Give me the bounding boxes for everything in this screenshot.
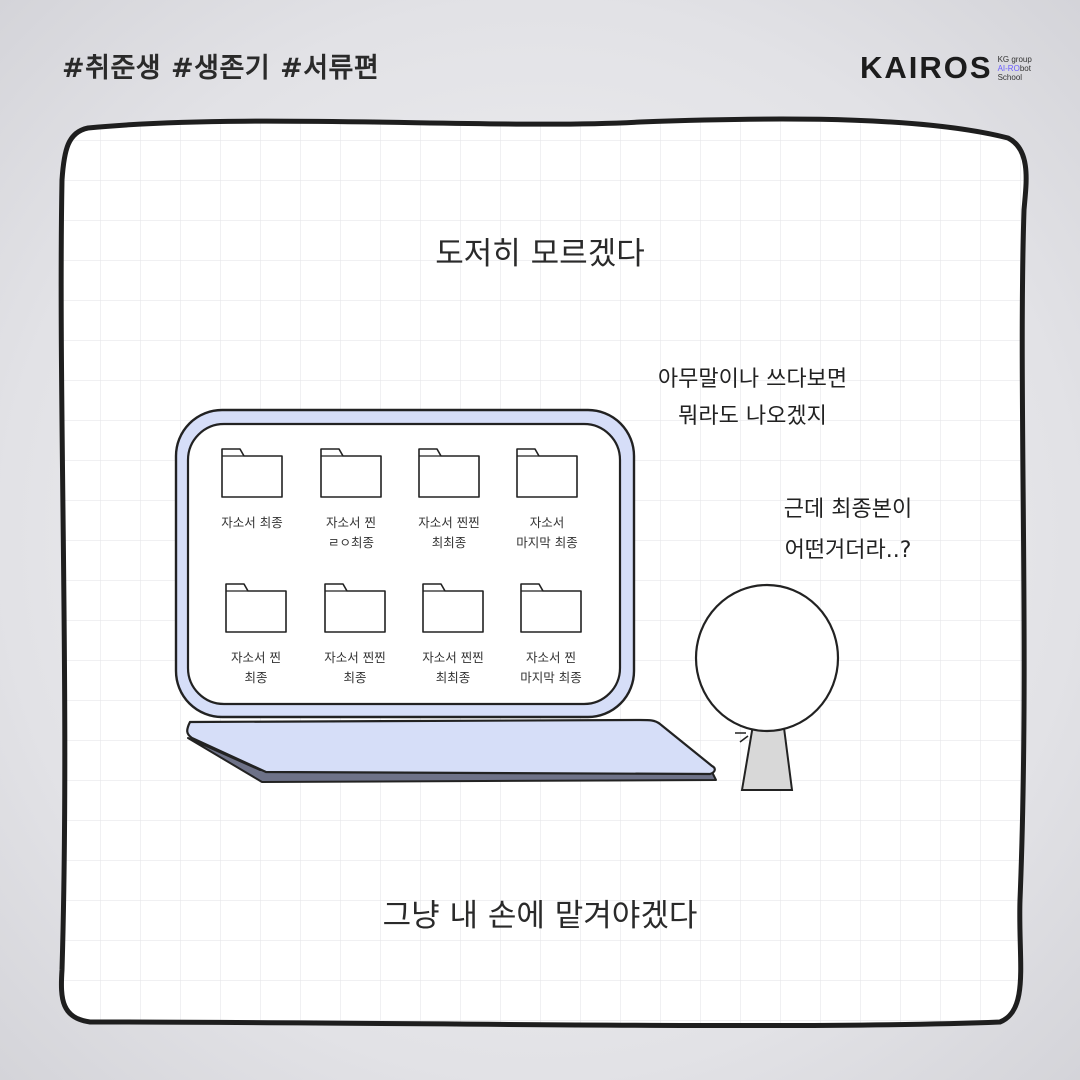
folder-icon <box>404 447 494 499</box>
laptop-keyboard <box>186 718 717 783</box>
folder-label: 자소서 마지막 최종 <box>516 515 578 550</box>
folder-icon <box>211 582 301 634</box>
folder-label: 자소서 찐 ㄹㅇ최종 <box>326 515 376 550</box>
thought-line-2: 뭐라도 나오겠지 <box>678 404 827 429</box>
folder-label: 자소서 찐 최종 <box>231 650 281 685</box>
folder-label: 자소서 찐찐 최최종 <box>422 650 484 685</box>
panel-background <box>58 116 1029 1029</box>
folder-icon <box>310 582 400 634</box>
folder-icon <box>306 447 396 499</box>
kairos-logo: KAIROS KG group AI-RObot School <box>860 50 1032 86</box>
folder-item[interactable]: 자소서 찐 ㄹㅇ최종 <box>306 447 396 553</box>
thought-line-4: 어떤거더라..? <box>784 538 912 563</box>
character-figure <box>694 583 840 791</box>
caption-bottom: 그냥 내 손에 맡겨야겠다 <box>382 898 698 934</box>
thought-line-1: 아무말이나 쓰다보면 <box>657 367 848 392</box>
folder-item[interactable]: 자소서 찐찐 최종 <box>310 582 400 688</box>
folder-item[interactable]: 자소서 찐 마지막 최종 <box>506 582 596 688</box>
logo-wordmark: KAIROS <box>860 50 993 85</box>
folder-item[interactable]: 자소서 찐찐 최최종 <box>404 447 494 553</box>
folder-label: 자소서 최종 <box>221 515 283 530</box>
folder-item[interactable]: 자소서 찐찐 최최종 <box>408 582 498 688</box>
folder-item[interactable]: 자소서 최종 <box>207 447 297 533</box>
character-head <box>694 583 840 733</box>
folder-icon <box>207 447 297 499</box>
folder-label: 자소서 찐 마지막 최종 <box>520 650 582 685</box>
thought-line-3: 근데 최종본이 <box>783 497 913 522</box>
folder-icon <box>506 582 596 634</box>
folder-label: 자소서 찐찐 최최종 <box>418 515 480 550</box>
folder-item[interactable]: 자소서 마지막 최종 <box>502 447 592 553</box>
hashtag-header: #취준생 #생존기 #서류편 <box>62 53 380 84</box>
folder-label: 자소서 찐찐 최종 <box>324 650 386 685</box>
folder-icon <box>408 582 498 634</box>
caption-top: 도저히 모르겠다 <box>435 236 645 272</box>
logo-subtitle: KG group AI-RObot School <box>997 54 1032 82</box>
folder-item[interactable]: 자소서 찐 최종 <box>211 582 301 688</box>
panel-border <box>58 116 1029 1029</box>
folder-icon <box>502 447 592 499</box>
